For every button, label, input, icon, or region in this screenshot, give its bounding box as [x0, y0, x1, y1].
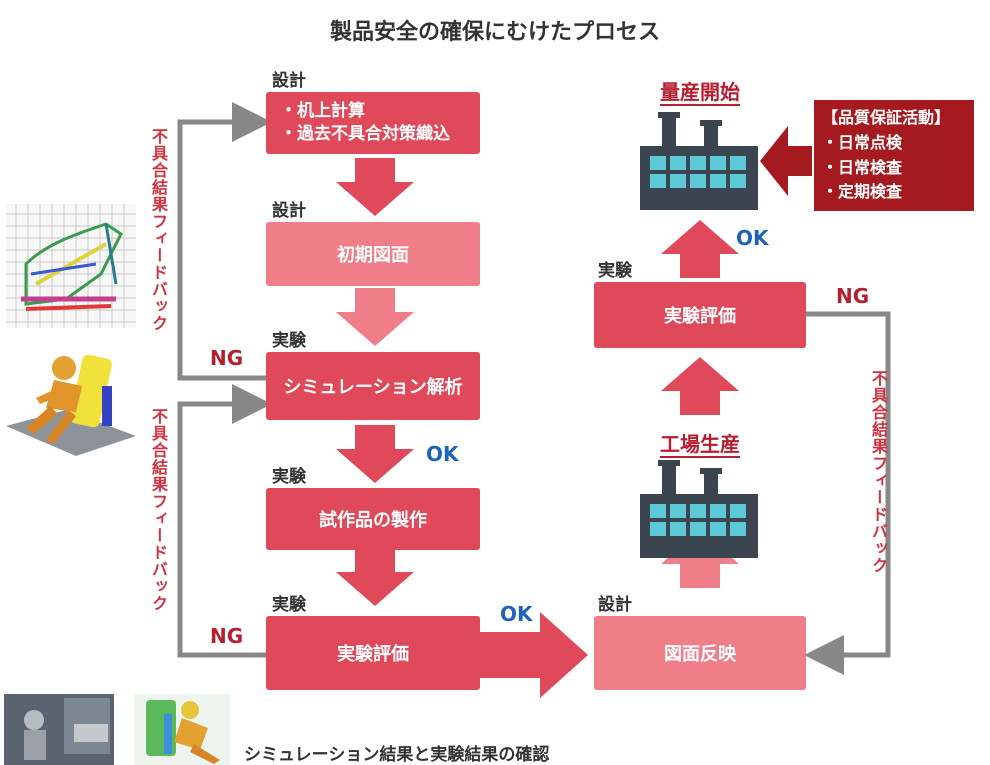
ng-label-lower: NG	[210, 624, 244, 648]
qa-item-daily-inspection: ・日常点検	[822, 132, 903, 152]
factory-icon	[640, 460, 758, 558]
quality-assurance-box: 【品質保証活動】 ・日常点検 ・日常検査 ・定期検査	[814, 100, 974, 212]
qa-item-periodic-check: ・定期検査	[822, 182, 903, 202]
label-experiment-3: 実験	[272, 595, 306, 615]
feedback-text-lower: 不具合結果フィードバック	[149, 408, 168, 612]
ng-label-right: NG	[836, 284, 870, 308]
mesh-model-icon	[6, 204, 136, 328]
arrow-down-1	[336, 158, 414, 216]
box-initial-drawing: 初期図面	[266, 222, 480, 286]
arrow-down-3	[336, 425, 414, 483]
simulation-render-icon	[134, 694, 230, 765]
arrow-down-4	[336, 548, 414, 606]
feedback-text-upper: 不具合結果フィードバック	[149, 128, 168, 332]
box-line-past-defects: ・過去不具合対策織込	[280, 124, 450, 144]
label-experiment-2: 実験	[272, 467, 306, 487]
feedback-loop-right	[804, 311, 891, 675]
box-experiment-eval-right: 実験評価	[594, 282, 806, 348]
arrow-up-3	[661, 220, 739, 278]
ok-label-simulation: OK	[426, 442, 459, 466]
arrow-up-1	[661, 530, 739, 588]
qa-title: 【品質保証活動】	[822, 108, 951, 127]
feedback-loop-upper	[177, 102, 272, 381]
box-design-calculation: ・机上計算 ・過去不具合対策織込	[266, 92, 480, 154]
feedback-text-right: 不具合結果フィードバック	[869, 370, 888, 574]
test-photo-icon	[4, 694, 114, 765]
caption: シミュレーション結果と実験結果の確認	[244, 745, 550, 765]
arrow-right-big	[478, 612, 588, 698]
label-experiment-right: 実験	[598, 261, 632, 281]
label-design-2: 設計	[272, 201, 306, 221]
factory-production-label: 工場生産	[660, 432, 740, 456]
ng-label-upper: NG	[210, 346, 244, 370]
label-design-right: 設計	[598, 595, 632, 615]
feedback-loop-lower	[177, 384, 272, 658]
mass-production-label: 量産開始	[660, 80, 740, 104]
arrow-up-2	[661, 357, 739, 415]
box-simulation: シミュレーション解析	[266, 352, 480, 420]
factory-icon	[640, 112, 758, 210]
box-experiment-eval-left: 実験評価	[266, 616, 480, 690]
crash-test-dummy-icon	[6, 354, 136, 456]
page-title: 製品安全の確保にむけたプロセス	[329, 20, 660, 45]
ok-label-eval: OK	[500, 602, 533, 626]
label-design-1: 設計	[272, 71, 306, 91]
qa-item-daily-check: ・日常検査	[822, 157, 903, 177]
label-experiment-1: 実験	[272, 331, 306, 351]
arrow-left-qa	[760, 126, 812, 196]
arrow-down-2	[336, 288, 414, 346]
ok-label-right: OK	[736, 226, 769, 250]
box-drawing-reflection: 図面反映	[594, 616, 806, 690]
box-line-desk-calc: ・机上計算	[280, 101, 365, 122]
box-prototype: 試作品の製作	[266, 488, 480, 550]
